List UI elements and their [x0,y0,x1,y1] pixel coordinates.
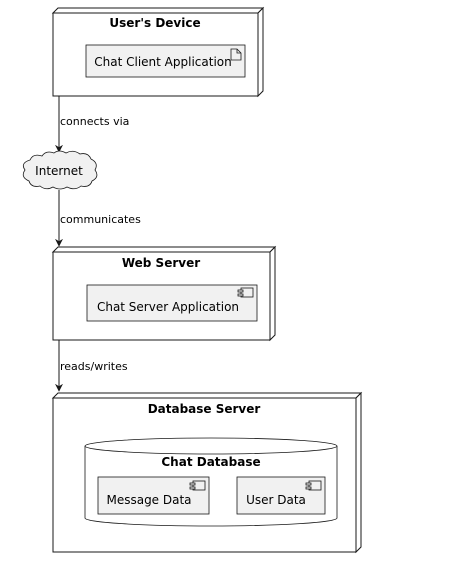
component-icon [237,287,254,298]
users-device-node-side-face [257,6,264,98]
internet-cloud-node: Internet [22,150,98,190]
database-server-node-side-face [355,391,362,554]
database-server-node: Database Server Chat Database Message Da… [51,391,363,554]
users-device-node: User's Device Chat Client Application [51,6,265,98]
web-server-title: Web Server [122,256,200,270]
edge-communicates: communicates [55,190,141,247]
artifact-icon [230,48,242,61]
chat-server-component-label: Chat Server Application [97,300,239,314]
database-server-node-top-face [51,392,363,399]
message-data-component: Message Data [97,476,210,515]
chat-client-artifact: Chat Client Application [85,44,246,78]
edge-reads-writes-label: reads/writes [60,360,128,373]
database-cylinder-top [84,437,338,455]
web-server-node-top-face [51,246,277,253]
cloud-icon [22,150,98,190]
component-icon [305,480,322,491]
edge-communicates-label: communicates [60,213,141,226]
web-server-node: Web Server Chat Server Application [51,245,277,342]
chat-client-artifact-label: Chat Client Application [94,55,231,69]
message-data-label: Message Data [106,493,191,507]
chat-database-title: Chat Database [161,455,260,469]
web-server-node-side-face [269,245,276,342]
database-server-title: Database Server [148,402,261,416]
users-device-title: User's Device [109,16,200,30]
internet-label: Internet [35,164,83,178]
user-data-label: User Data [246,493,306,507]
chat-server-component: Chat Server Application [86,284,258,322]
user-data-component: User Data [236,476,326,515]
chat-database: Chat Database Message Data User Data [84,437,338,527]
edge-connects-via: connects via [55,96,129,153]
chat-server-component-box [86,284,258,322]
edge-connects-via-label: connects via [60,115,129,128]
users-device-node-top-face [51,7,265,14]
component-icon [189,480,206,491]
edge-reads-writes: reads/writes [55,340,128,392]
chat-client-artifact-box [85,44,246,78]
